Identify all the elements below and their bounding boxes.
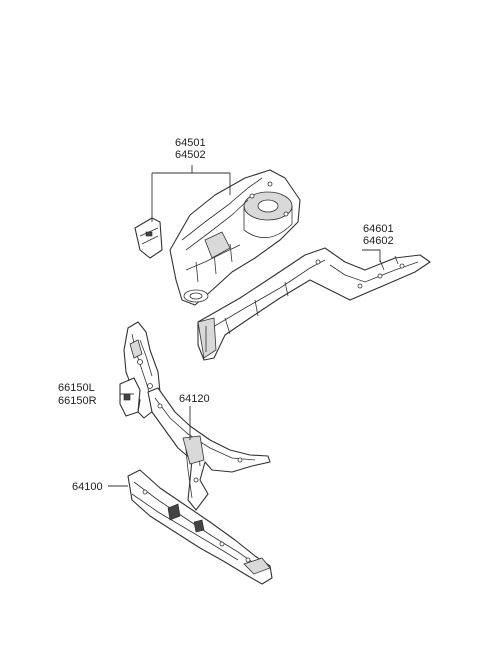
part-number-64100: 64100	[72, 481, 103, 493]
part-number-64501: 64501	[175, 137, 206, 149]
upper-crossmember-part[interactable]	[147, 387, 271, 511]
leader-64501	[151, 165, 231, 222]
fender-apron-part[interactable]	[134, 169, 301, 306]
part-number-64601: 64601	[363, 223, 394, 235]
part-number-64502: 64502	[175, 149, 206, 161]
part-number-64120: 64120	[179, 393, 210, 405]
part-number-66150L: 66150L	[58, 382, 95, 394]
side-member-part[interactable]	[197, 247, 431, 361]
lower-crossmember-part[interactable]	[127, 469, 273, 585]
part-number-64602: 64602	[363, 235, 394, 247]
leader-64601	[362, 249, 381, 262]
part-number-66150R: 66150R	[58, 395, 97, 407]
